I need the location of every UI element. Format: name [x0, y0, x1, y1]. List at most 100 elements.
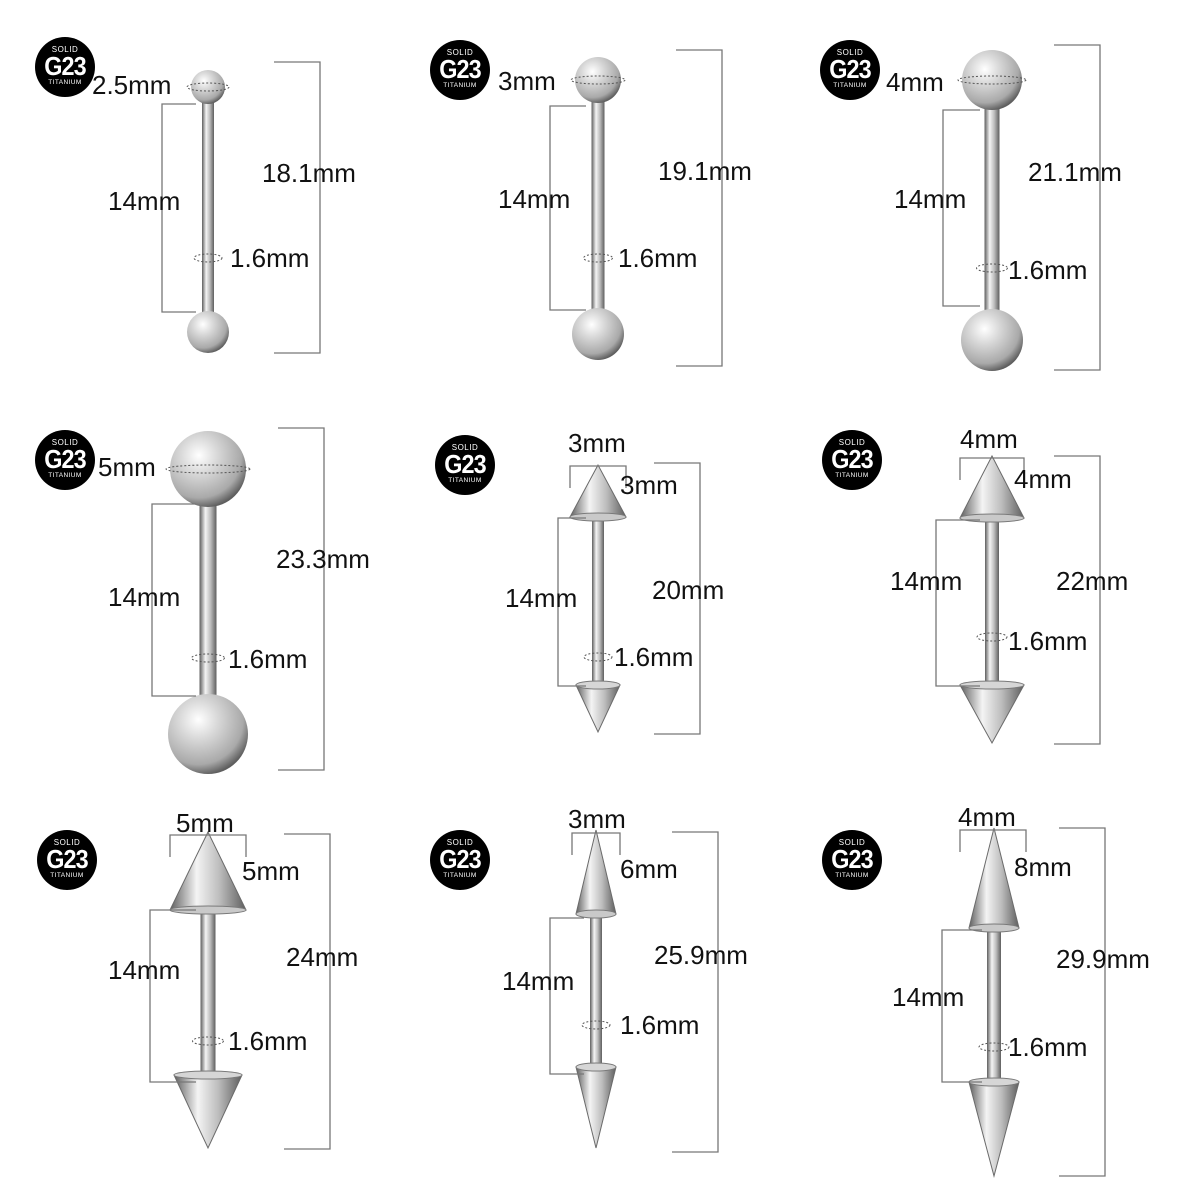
bar-length-bracket: [151, 503, 196, 697]
barbell-diagram: [557, 462, 701, 735]
bar-length-label: 14mm: [108, 186, 181, 216]
badge-grade-text: G23: [439, 844, 481, 874]
bottom-ball-end: [961, 309, 1023, 371]
bar-length-label: 14mm: [502, 966, 575, 996]
barbell-diagram: [941, 827, 1106, 1178]
badge-material-text: TITANIUM: [48, 472, 82, 479]
spike-height-label: 4mm: [1014, 464, 1072, 494]
badge-grade-text: G23: [444, 449, 486, 479]
bottom-spike-base: [173, 1070, 243, 1080]
spike-height-label: 8mm: [1014, 852, 1072, 882]
total-length-label: 21.1mm: [1028, 157, 1122, 187]
total-length-bracket: [274, 61, 321, 354]
barbell-shaft: [985, 518, 999, 685]
spike-height-label: 6mm: [620, 854, 678, 884]
badge-grade-text: G23: [831, 444, 873, 474]
total-length-bracket: [1054, 44, 1101, 371]
total-length-label: 18.1mm: [262, 158, 356, 188]
badge-grade-text: G23: [46, 844, 88, 874]
ball-size-label: 4mm: [886, 67, 944, 97]
barbell-diagram: [935, 454, 1101, 745]
bottom-ball-end: [572, 308, 624, 360]
gauge-label: 1.6mm: [228, 644, 308, 674]
spike-width-label: 3mm: [568, 804, 626, 834]
top-ball-end: [170, 431, 246, 507]
ball-size-label: 2.5mm: [92, 70, 172, 100]
badge-top-text: SOLID: [51, 438, 79, 447]
total-length-bracket: [654, 462, 701, 735]
spike-width-bracket: [959, 829, 1027, 852]
barbell-shaft: [590, 914, 602, 1067]
bottom-spike-end: [575, 684, 621, 734]
ball-diameter-marker: [165, 464, 251, 474]
top-ball-end: [962, 50, 1022, 110]
badge-top-text: SOLID: [446, 48, 474, 57]
bottom-spike-base: [575, 1062, 617, 1072]
spike-width-label: 4mm: [958, 802, 1016, 832]
total-length-label: 19.1mm: [658, 156, 752, 186]
gauge-marker: [978, 1042, 1010, 1052]
badge-top-text: SOLID: [838, 838, 866, 847]
top-spike-base: [569, 512, 627, 522]
badge-grade-text: G23: [831, 844, 873, 874]
total-length-bracket: [672, 831, 719, 1153]
bar-length-bracket: [549, 105, 586, 311]
barbell-diagram: [149, 830, 331, 1150]
top-spike-base: [968, 923, 1020, 933]
spike-height-label: 5mm: [242, 856, 300, 886]
barbell-diagram: [549, 829, 719, 1153]
ball-diameter-marker: [186, 82, 230, 92]
ball-size-label: 5mm: [98, 452, 156, 482]
bar-length-label: 14mm: [498, 184, 571, 214]
bar-length-label: 14mm: [108, 955, 181, 985]
total-length-bracket: [278, 427, 325, 771]
top-ball-end: [575, 57, 621, 103]
bar-length-label: 14mm: [108, 582, 181, 612]
badge-material-text: TITANIUM: [448, 477, 482, 484]
top-ball-end: [191, 70, 225, 104]
bottom-spike-end: [968, 1081, 1020, 1178]
badge-material-text: TITANIUM: [443, 82, 477, 89]
spike-height-label: 3mm: [620, 470, 678, 500]
badge-material-text: TITANIUM: [833, 82, 867, 89]
bar-length-label: 14mm: [890, 566, 963, 596]
gauge-marker: [583, 253, 613, 263]
bottom-ball-end: [168, 694, 248, 774]
bar-length-bracket: [941, 929, 982, 1083]
gauge-label: 1.6mm: [618, 243, 698, 273]
barbell-shaft: [592, 517, 604, 685]
barbell-shaft: [199, 469, 217, 734]
barbell-shaft: [591, 80, 605, 334]
bar-length-label: 14mm: [505, 583, 578, 613]
bar-length-label: 14mm: [892, 982, 965, 1012]
badge-material-text: TITANIUM: [48, 79, 82, 86]
barbell-diagram: [151, 427, 325, 774]
bottom-spike-end: [173, 1074, 243, 1150]
gauge-marker: [192, 1036, 224, 1046]
spike-width-bracket: [959, 457, 1025, 480]
gauge-marker: [193, 253, 223, 263]
bar-length-label: 14mm: [894, 184, 967, 214]
gauge-marker: [583, 652, 613, 662]
gauge-label: 1.6mm: [1008, 255, 1088, 285]
ball-diameter-marker: [957, 75, 1027, 85]
total-length-bracket: [1059, 827, 1106, 1177]
badge-material-text: TITANIUM: [50, 872, 84, 879]
total-length-label: 29.9mm: [1056, 944, 1150, 974]
total-length-bracket: [1054, 455, 1101, 745]
barbell-shaft: [987, 928, 1001, 1082]
bar-length-bracket: [149, 909, 196, 1083]
barbell-diagram: [161, 61, 321, 354]
bar-length-bracket: [935, 519, 980, 687]
